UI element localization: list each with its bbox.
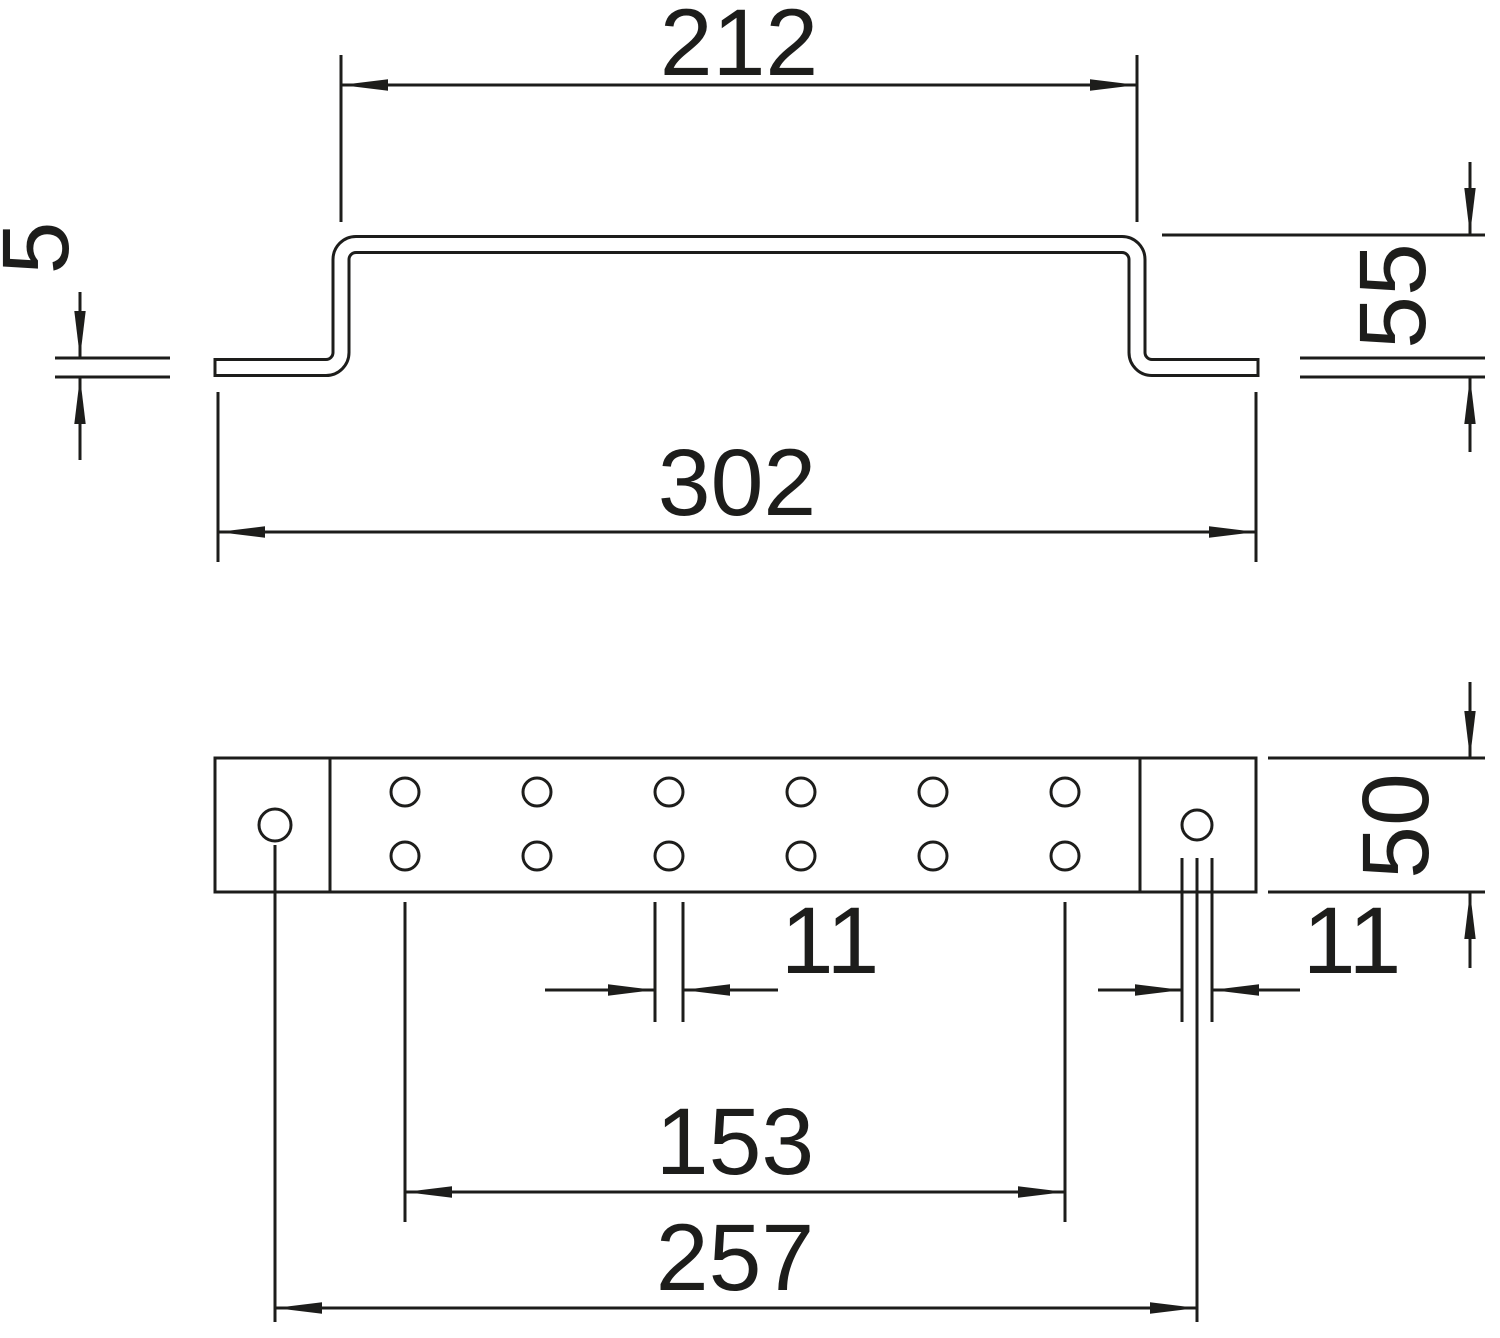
dim-label-center-hole-span: 153: [656, 1089, 815, 1195]
dim-height: [1162, 162, 1485, 452]
plan-view: [213, 756, 1258, 894]
mounting-hole: [785, 840, 817, 872]
dim-label-depth: 50: [1343, 773, 1449, 879]
sheet-outline: [215, 235, 1258, 377]
hat-profile-section: [213, 235, 1260, 377]
dim-label-end-hole-span: 257: [656, 1205, 815, 1311]
mounting-hole: [653, 776, 685, 808]
mounting-hole: [917, 776, 949, 808]
dim-hole-dia-end: [1098, 858, 1300, 1022]
dim-label-hole-dia-end: 11: [1303, 888, 1402, 994]
dim-label-top-width: 212: [660, 0, 819, 96]
mounting-hole: [917, 840, 949, 872]
dim-depth: [1268, 682, 1485, 968]
bar-outline: [213, 756, 1258, 894]
mounting-hole: [653, 840, 685, 872]
dim-label-overall-width: 302: [658, 430, 817, 536]
mounting-hole: [521, 776, 553, 808]
mounting-hole: [389, 840, 421, 872]
dim-label-hole-dia-center: 11: [781, 888, 880, 994]
mounting-hole: [1049, 840, 1081, 872]
dim-center-hole-span: [403, 902, 1067, 1222]
mounting-hole: [521, 840, 553, 872]
mounting-hole: [785, 776, 817, 808]
dim-label-thickness: 5: [0, 222, 89, 275]
dim-end-hole-span: [273, 845, 1199, 1322]
sheet-core: [215, 238, 1258, 374]
dimension-labels: 212 5 55 302 50 11 11 153 257: [0, 0, 1449, 1311]
dim-label-height: 55: [1340, 243, 1446, 349]
dim-top-width: [339, 55, 1139, 222]
end-mounting-hole: [257, 807, 293, 843]
linework: [55, 55, 1485, 1322]
mounting-hole: [389, 776, 421, 808]
dim-overall-width: [216, 392, 1258, 562]
dim-thickness: [55, 292, 170, 460]
dim-hole-dia-center: [545, 902, 778, 1022]
end-mounting-hole: [1180, 808, 1214, 842]
mounting-hole: [1049, 776, 1081, 808]
